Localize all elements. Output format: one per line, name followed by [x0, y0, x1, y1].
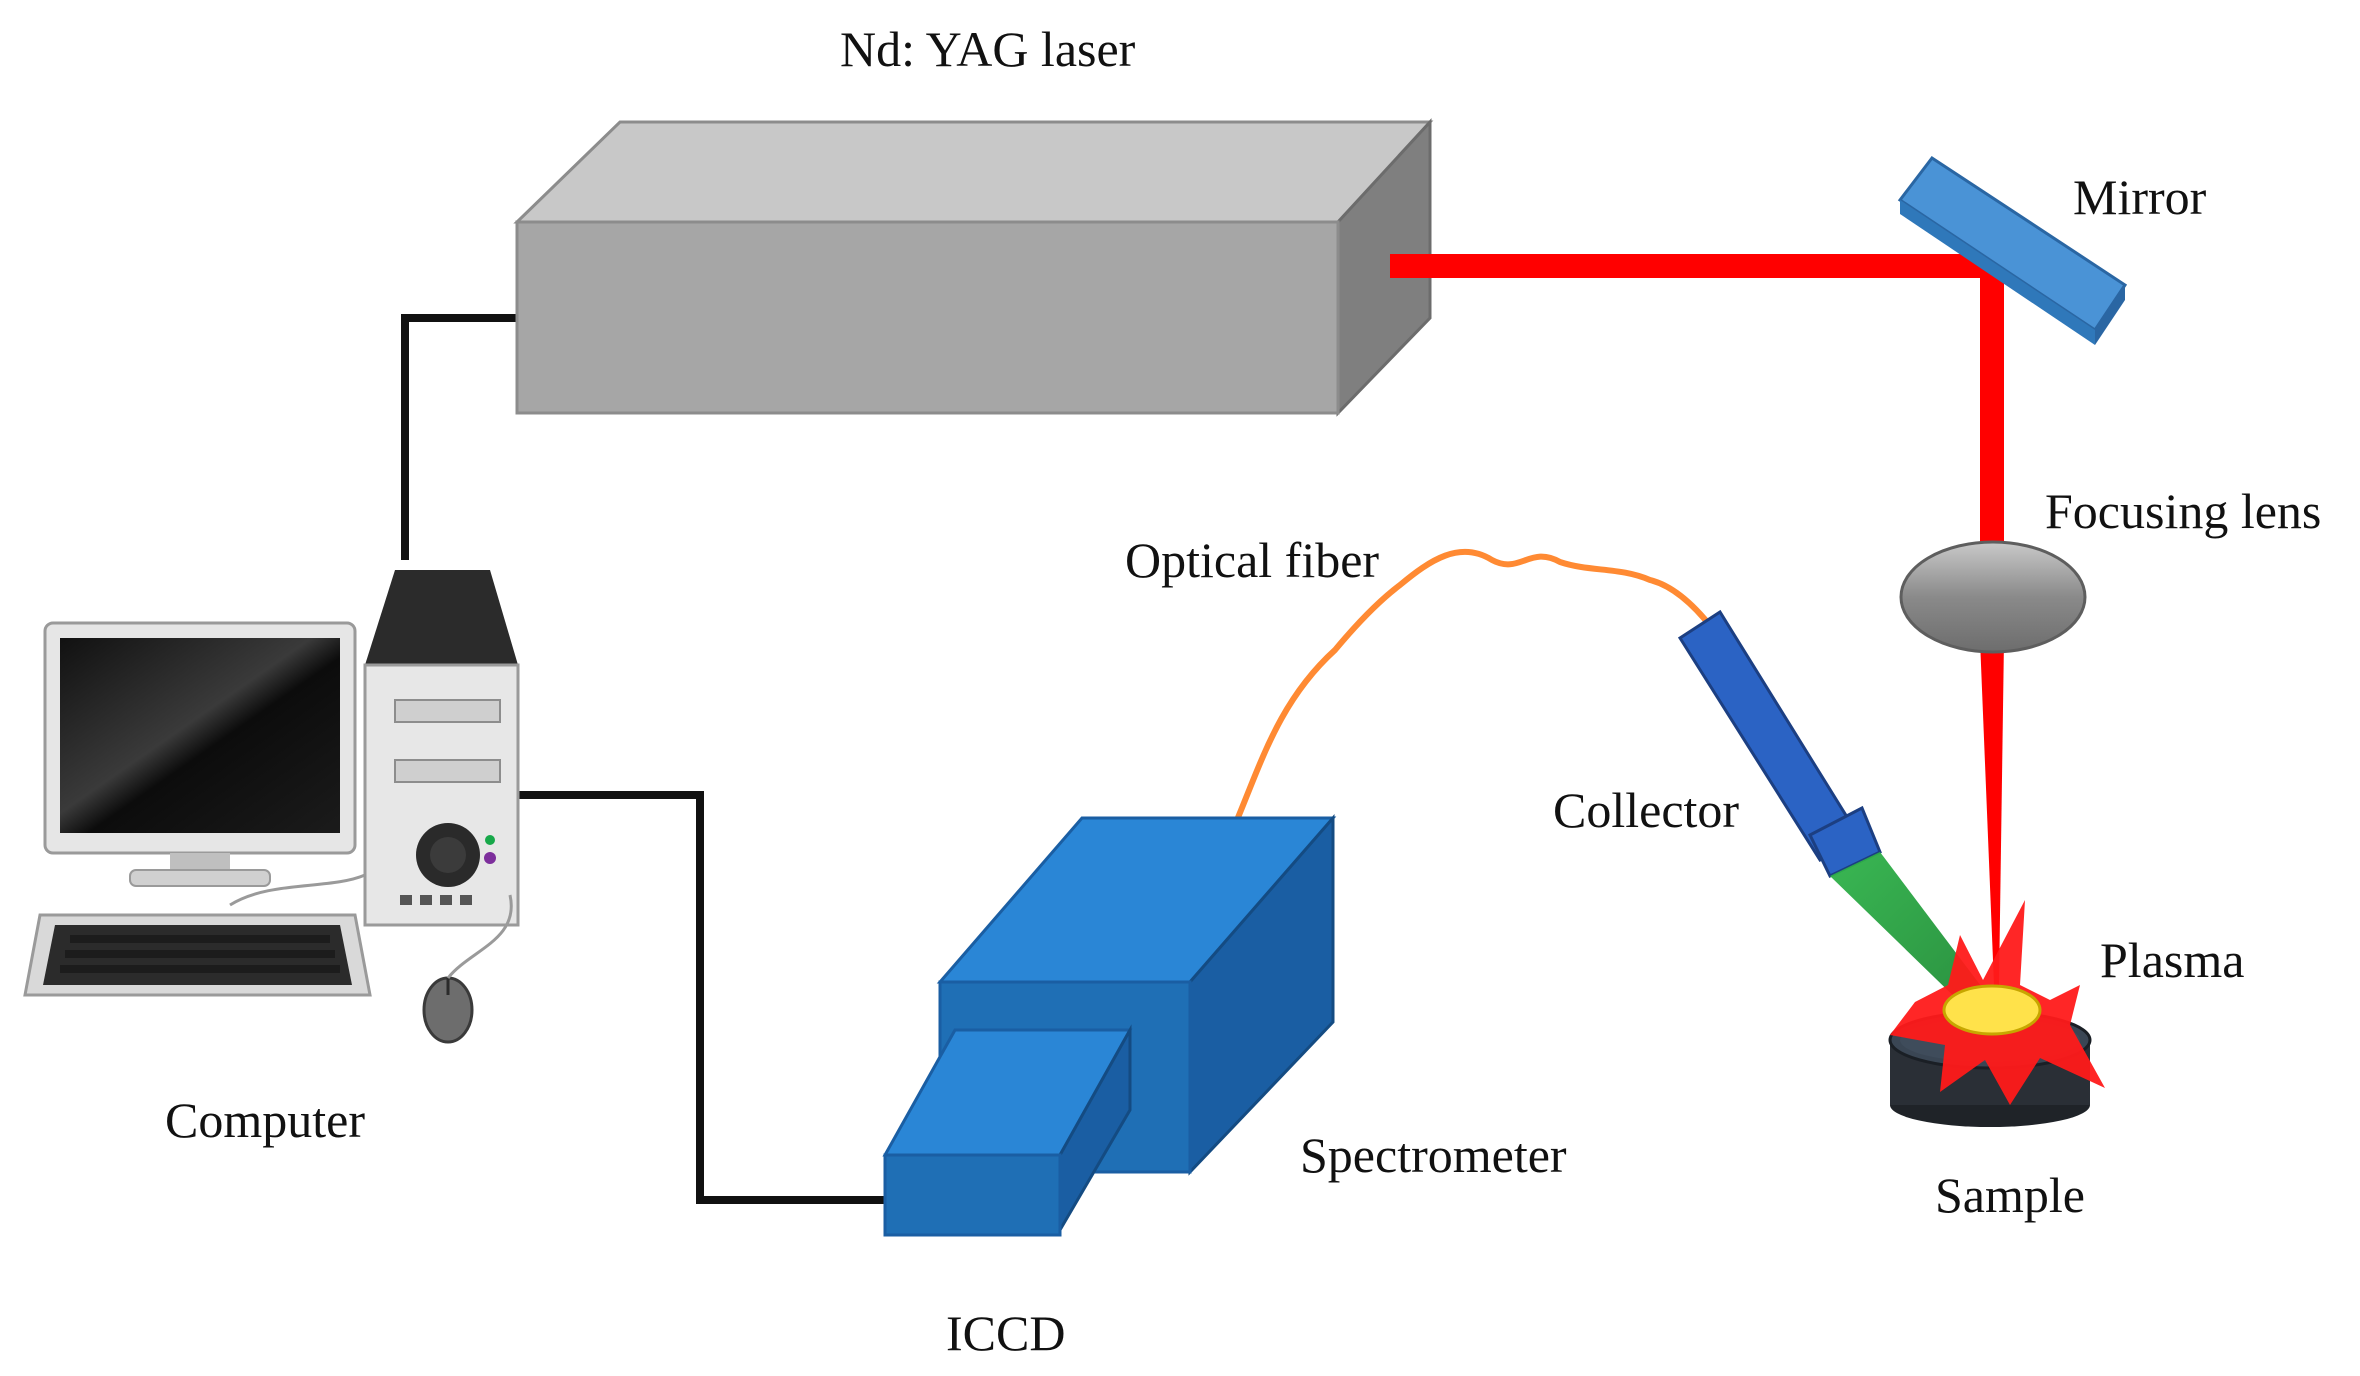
- computer: [23, 570, 520, 1044]
- collection-cone: [1830, 852, 1990, 1010]
- plasma: [1890, 900, 2105, 1105]
- laser-label: Nd: YAG laser: [840, 21, 1136, 77]
- keyboard-cable: [229, 873, 366, 907]
- spectrometer-label: Spectrometer: [1300, 1127, 1567, 1183]
- monitor: [43, 621, 357, 887]
- focusing-lens: [1899, 540, 2087, 654]
- icd-label: ICCD: [946, 1305, 1066, 1361]
- laser-cable: [401, 314, 517, 560]
- computer-label: Computer: [165, 1092, 365, 1148]
- optical-fiber-label: Optical fiber: [1125, 532, 1380, 588]
- optical-fiber: [1234, 548, 1715, 823]
- plasma-label: Plasma: [2100, 932, 2245, 988]
- computer-tower: [363, 570, 520, 927]
- collector-label: Collector: [1553, 782, 1740, 838]
- mouse: [422, 894, 513, 1044]
- sample-label: Sample: [1935, 1167, 2085, 1223]
- laser-beam: [1390, 254, 2004, 985]
- keyboard: [23, 913, 372, 997]
- mirror-label: Mirror: [2073, 169, 2207, 225]
- mirror: [1897, 155, 2128, 345]
- icd-camera: [882, 1024, 1133, 1237]
- icd-cable: [510, 791, 890, 1204]
- focusing-lens-label: Focusing lens: [2045, 483, 2322, 539]
- laser-box: [513, 118, 1434, 417]
